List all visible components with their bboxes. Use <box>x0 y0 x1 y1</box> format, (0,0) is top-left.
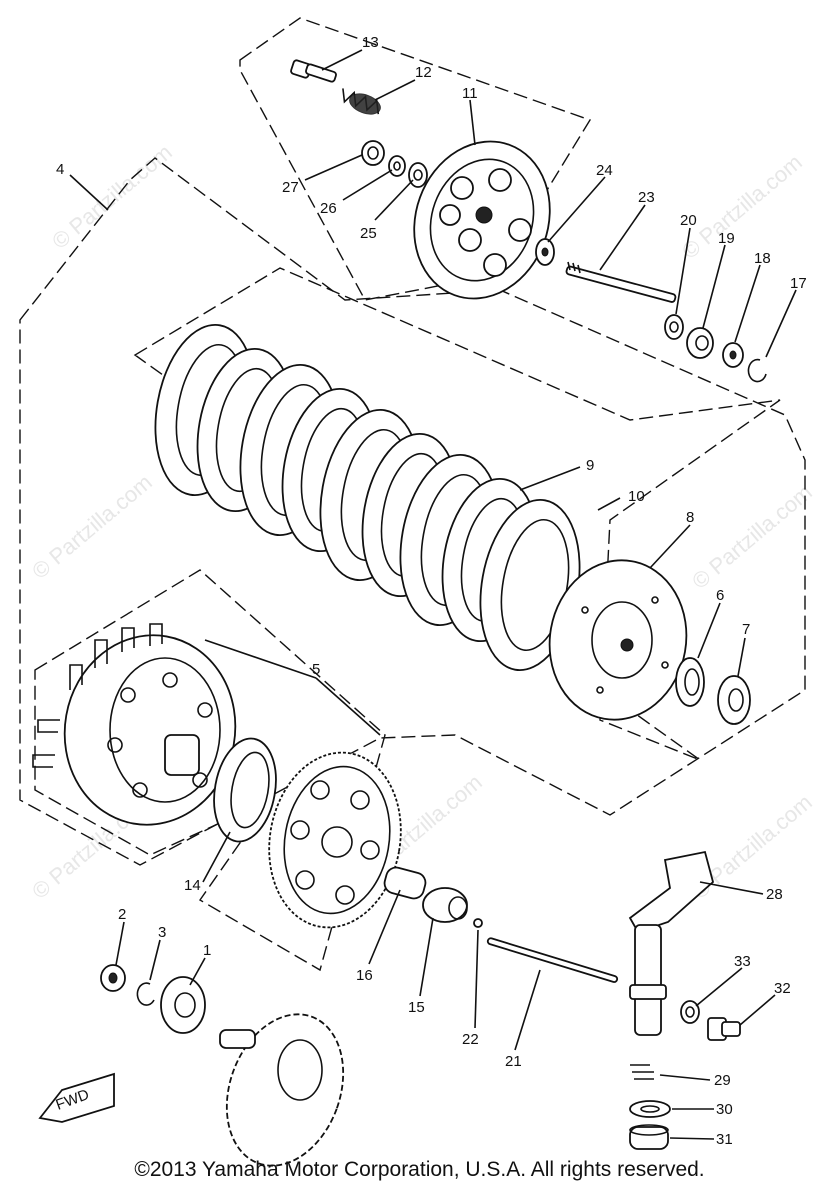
part-14-oil-seal <box>213 737 277 843</box>
part-27-nut <box>361 140 385 166</box>
part-5-clutch-housing <box>32 623 237 826</box>
part-28-push-lever-shaft <box>628 850 715 1036</box>
part-15-bushing <box>422 887 468 923</box>
callout-26: 26 <box>320 200 337 217</box>
part-12-spring <box>342 88 381 115</box>
callout-8: 8 <box>686 509 694 526</box>
callout-3: 3 <box>158 924 166 941</box>
callout-25: 25 <box>360 225 377 242</box>
part-17-circlip <box>747 358 767 383</box>
part-20-nut <box>664 314 684 340</box>
callout-9: 9 <box>586 457 594 474</box>
part-29-spring <box>630 1064 654 1080</box>
callout-labels: 13 12 11 4 27 26 25 24 23 20 19 18 17 9 … <box>56 34 807 1148</box>
plates-group-outline <box>133 267 781 761</box>
part-1-primary-drive-gear <box>160 976 206 1034</box>
callout-4: 4 <box>56 161 64 178</box>
part-16-spacer <box>383 866 427 900</box>
callout-18: 18 <box>754 250 771 267</box>
part-25-washer <box>408 162 428 188</box>
callout-11: 11 <box>462 85 478 102</box>
callout-15: 15 <box>408 999 425 1016</box>
callout-24: 24 <box>596 162 613 179</box>
callout-20: 20 <box>680 212 697 229</box>
part-8-clutch-boss <box>548 559 688 721</box>
watermark-text: © Partzilla.com <box>687 479 817 593</box>
callout-31: 31 <box>716 1131 733 1148</box>
callout-33: 33 <box>734 953 751 970</box>
clutch-assembly-group-outline <box>19 157 806 866</box>
primary-gear-group-outline <box>34 569 386 972</box>
watermark-text: © Partzilla.com <box>27 469 157 583</box>
part-31-collar <box>629 1124 669 1150</box>
primary-driven-gear <box>268 751 402 929</box>
part-26-lock-washer <box>388 155 406 177</box>
callout-19: 19 <box>718 230 735 247</box>
part-23-push-rod <box>565 261 677 303</box>
callout-27: 27 <box>282 179 299 196</box>
callout-6: 6 <box>716 587 724 604</box>
copyright-notice: ©2013 Yamaha Motor Corporation, U.S.A. A… <box>134 1158 705 1181</box>
callout-2: 2 <box>118 906 126 923</box>
crankshaft-drum <box>219 1013 345 1167</box>
callout-13: 13 <box>362 34 379 51</box>
callout-12: 12 <box>415 64 432 81</box>
part-21-push-rod <box>486 937 619 983</box>
part-7-nut <box>717 675 751 725</box>
part-24-washer <box>535 238 555 266</box>
callout-14: 14 <box>184 877 201 894</box>
callout-5: 5 <box>312 661 320 678</box>
callout-7: 7 <box>742 621 750 638</box>
callout-28: 28 <box>766 886 783 903</box>
part-11-pressure-plate <box>413 140 551 300</box>
watermark-text: © Partzilla.com <box>677 149 807 263</box>
watermark-text: © Partzilla.com <box>47 139 177 253</box>
callout-32: 32 <box>774 980 791 997</box>
part-13-bolt <box>290 59 337 83</box>
callout-30: 30 <box>716 1101 733 1118</box>
part-2-washer <box>100 964 126 992</box>
part-30-washer <box>629 1100 671 1118</box>
part-19-collar <box>686 327 714 359</box>
callout-1: 1 <box>203 942 211 959</box>
callout-10: 10 <box>628 488 645 505</box>
callout-29: 29 <box>714 1072 731 1089</box>
part-3-circlip <box>136 982 155 1006</box>
callout-16: 16 <box>356 967 373 984</box>
part-32-bolt <box>707 1017 741 1041</box>
forward-arrow-icon: FWD <box>38 1072 115 1123</box>
part-9-10-clutch-plates <box>154 323 581 672</box>
part-18-washer <box>722 342 744 368</box>
callout-22: 22 <box>462 1031 479 1048</box>
callout-21: 21 <box>505 1053 522 1070</box>
callout-17: 17 <box>790 275 807 292</box>
part-22-ball <box>473 918 483 928</box>
part-6-thrust-washer <box>675 657 705 707</box>
callout-23: 23 <box>638 189 655 206</box>
part-33-washer <box>680 1000 700 1024</box>
leader-lines <box>69 49 797 1140</box>
